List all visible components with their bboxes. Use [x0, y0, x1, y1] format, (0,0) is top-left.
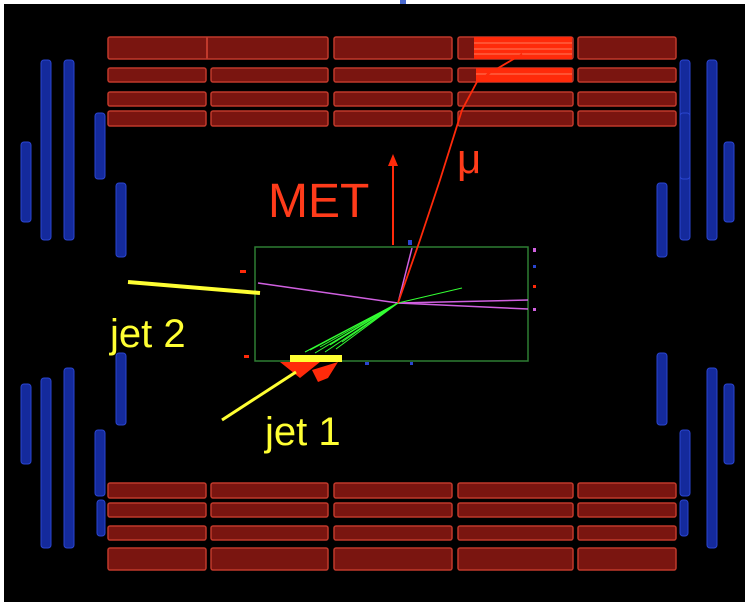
inner-tracker-box: [254, 246, 529, 362]
jet1-deposits: [280, 355, 342, 382]
met-label: MET: [268, 175, 370, 228]
muon-chambers-left: [20, 59, 127, 549]
muon-chambers-right: [656, 59, 735, 549]
jet2-label: jet 2: [110, 312, 186, 356]
muon-track-icon: [397, 53, 523, 304]
jet1-line-icon: [221, 370, 297, 422]
jet2-line-icon: [127, 280, 261, 295]
met-arrow-icon: [388, 154, 398, 245]
small-deposits: [240, 240, 536, 365]
green-tracks: [304, 287, 463, 354]
jet1-label: jet 1: [265, 410, 341, 454]
calorimeter-top: [107, 36, 677, 127]
muon-label: μ: [457, 135, 482, 182]
calorimeter-bottom: [107, 482, 677, 571]
